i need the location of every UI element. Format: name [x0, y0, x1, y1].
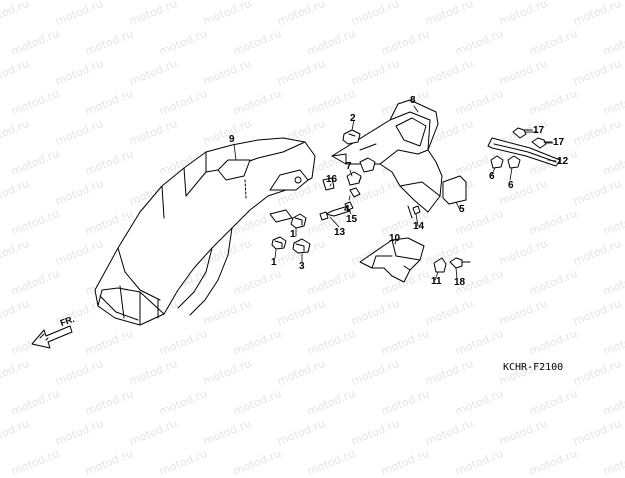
license-bracket: [331, 99, 443, 219]
callout-3: 3: [299, 261, 305, 272]
callout-13: 13: [334, 227, 346, 238]
callout-12: 12: [557, 156, 569, 167]
bracket-part-10: [359, 237, 425, 283]
diagram-code: KCHR-F2100: [503, 362, 564, 373]
callout-15: 15: [346, 214, 358, 225]
callout-9: 9: [229, 134, 235, 145]
fasteners: [319, 127, 553, 273]
callout-1b: 1: [290, 229, 296, 240]
callout-10: 10: [389, 233, 401, 244]
callout-18: 18: [454, 277, 466, 288]
rear-fender: [94, 137, 316, 326]
callout-2: 2: [350, 113, 356, 124]
leader-lines: [233, 105, 557, 281]
callout-4: 4: [344, 204, 350, 215]
reflector-bracket: [487, 137, 561, 167]
callout-7: 7: [346, 161, 352, 172]
callout-8: 8: [410, 95, 416, 106]
callout-1a: 1: [271, 257, 277, 268]
callout-16: 16: [326, 174, 338, 185]
clip-nuts: [271, 213, 311, 254]
front-arrow: [31, 325, 73, 349]
callout-17a: 17: [533, 125, 545, 136]
callout-6a: 6: [489, 171, 495, 182]
callout-17b: 17: [553, 137, 565, 148]
callout-11: 11: [431, 276, 442, 287]
parts-diagram: [31, 99, 561, 349]
plate-part-5: [442, 175, 467, 205]
callout-6b: 6: [508, 180, 514, 191]
callout-5: 5: [459, 204, 465, 215]
callout-14: 14: [413, 221, 425, 232]
